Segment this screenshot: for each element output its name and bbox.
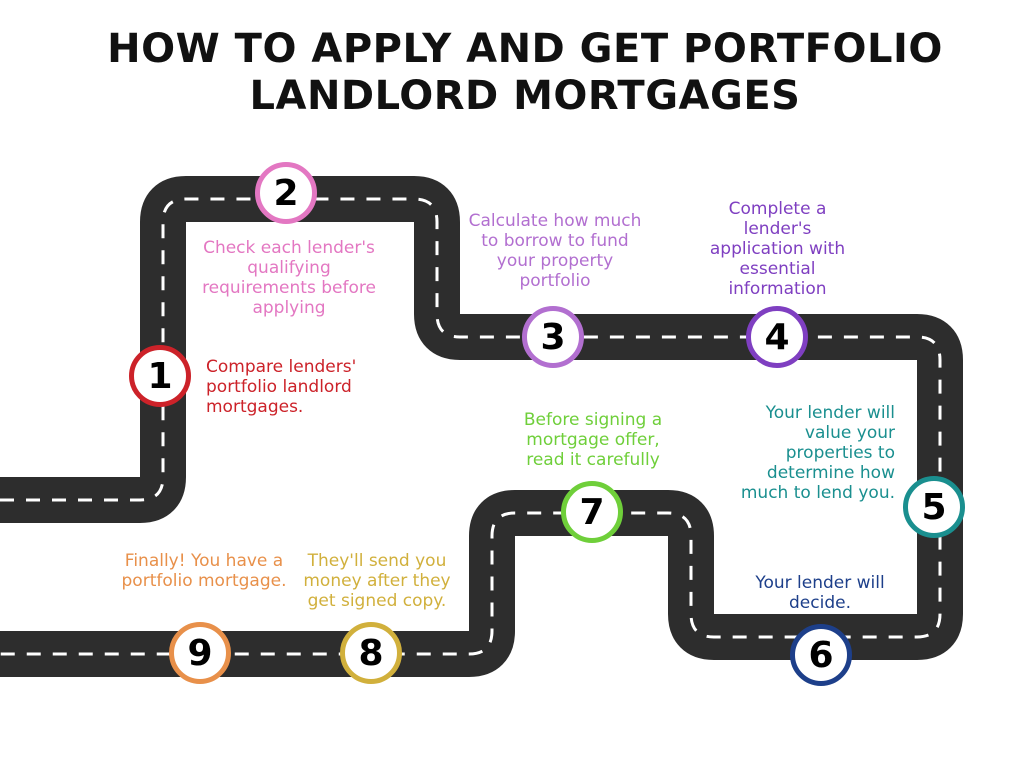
step-1-text: Compare lenders' portfolio landlord mort… (206, 357, 357, 417)
step-2-marker: 2 (255, 162, 317, 224)
step-9-text: Finally! You have a portfolio mortgage. (121, 551, 287, 591)
step-9-number: 9 (187, 632, 213, 674)
step-7-number: 7 (579, 491, 605, 533)
step-5-marker: 5 (903, 476, 965, 538)
step-2-number: 2 (273, 172, 299, 214)
step-4-text: Complete a lender's application with ess… (709, 199, 846, 299)
step-2-text: Check each lender's qualifying requireme… (202, 238, 376, 318)
step-4-number: 4 (764, 316, 790, 358)
step-1-marker: 1 (129, 345, 191, 407)
title-line-2: LANDLORD MORTGAGES (249, 73, 801, 119)
step-5-number: 5 (921, 486, 947, 528)
step-8-number: 8 (358, 632, 384, 674)
step-6-number: 6 (808, 634, 834, 676)
step-8-text: They'll send you money after they get si… (303, 551, 451, 611)
page-title: HOW TO APPLY AND GET PORTFOLIO LANDLORD … (0, 26, 1024, 120)
step-7-marker: 7 (561, 481, 623, 543)
step-4-marker: 4 (746, 306, 808, 368)
step-7-text: Before signing a mortgage offer, read it… (523, 410, 663, 470)
step-3-marker: 3 (522, 306, 584, 368)
step-3-number: 3 (540, 316, 566, 358)
step-6-marker: 6 (790, 624, 852, 686)
step-5-text: Your lender will value your properties t… (740, 403, 895, 503)
step-6-text: Your lender will decide. (755, 573, 885, 613)
step-8-marker: 8 (340, 622, 402, 684)
step-3-text: Calculate how much to borrow to fund you… (468, 211, 642, 291)
step-1-number: 1 (147, 355, 173, 397)
step-9-marker: 9 (169, 622, 231, 684)
title-line-1: HOW TO APPLY AND GET PORTFOLIO (107, 26, 943, 72)
